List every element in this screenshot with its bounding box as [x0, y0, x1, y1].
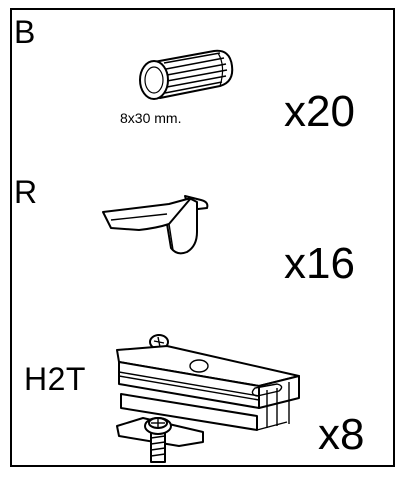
- quantity-h2t: x8: [318, 410, 365, 459]
- part-code-h2t: H2T: [24, 361, 86, 397]
- part-code-b: B: [14, 14, 36, 50]
- quantity-r: x16: [284, 239, 355, 288]
- hinge-mounting-plate-icon: [116, 334, 300, 463]
- wood-dowel-icon: [139, 49, 234, 100]
- quantity-b: x20: [284, 87, 355, 136]
- shelf-support-pin-icon: [102, 195, 209, 255]
- part-size-label: 8x30 mm.: [120, 110, 182, 126]
- hardware-parts-sheet: B 8x30 mm. x20 R: [10, 8, 395, 467]
- part-code-r: R: [14, 174, 38, 210]
